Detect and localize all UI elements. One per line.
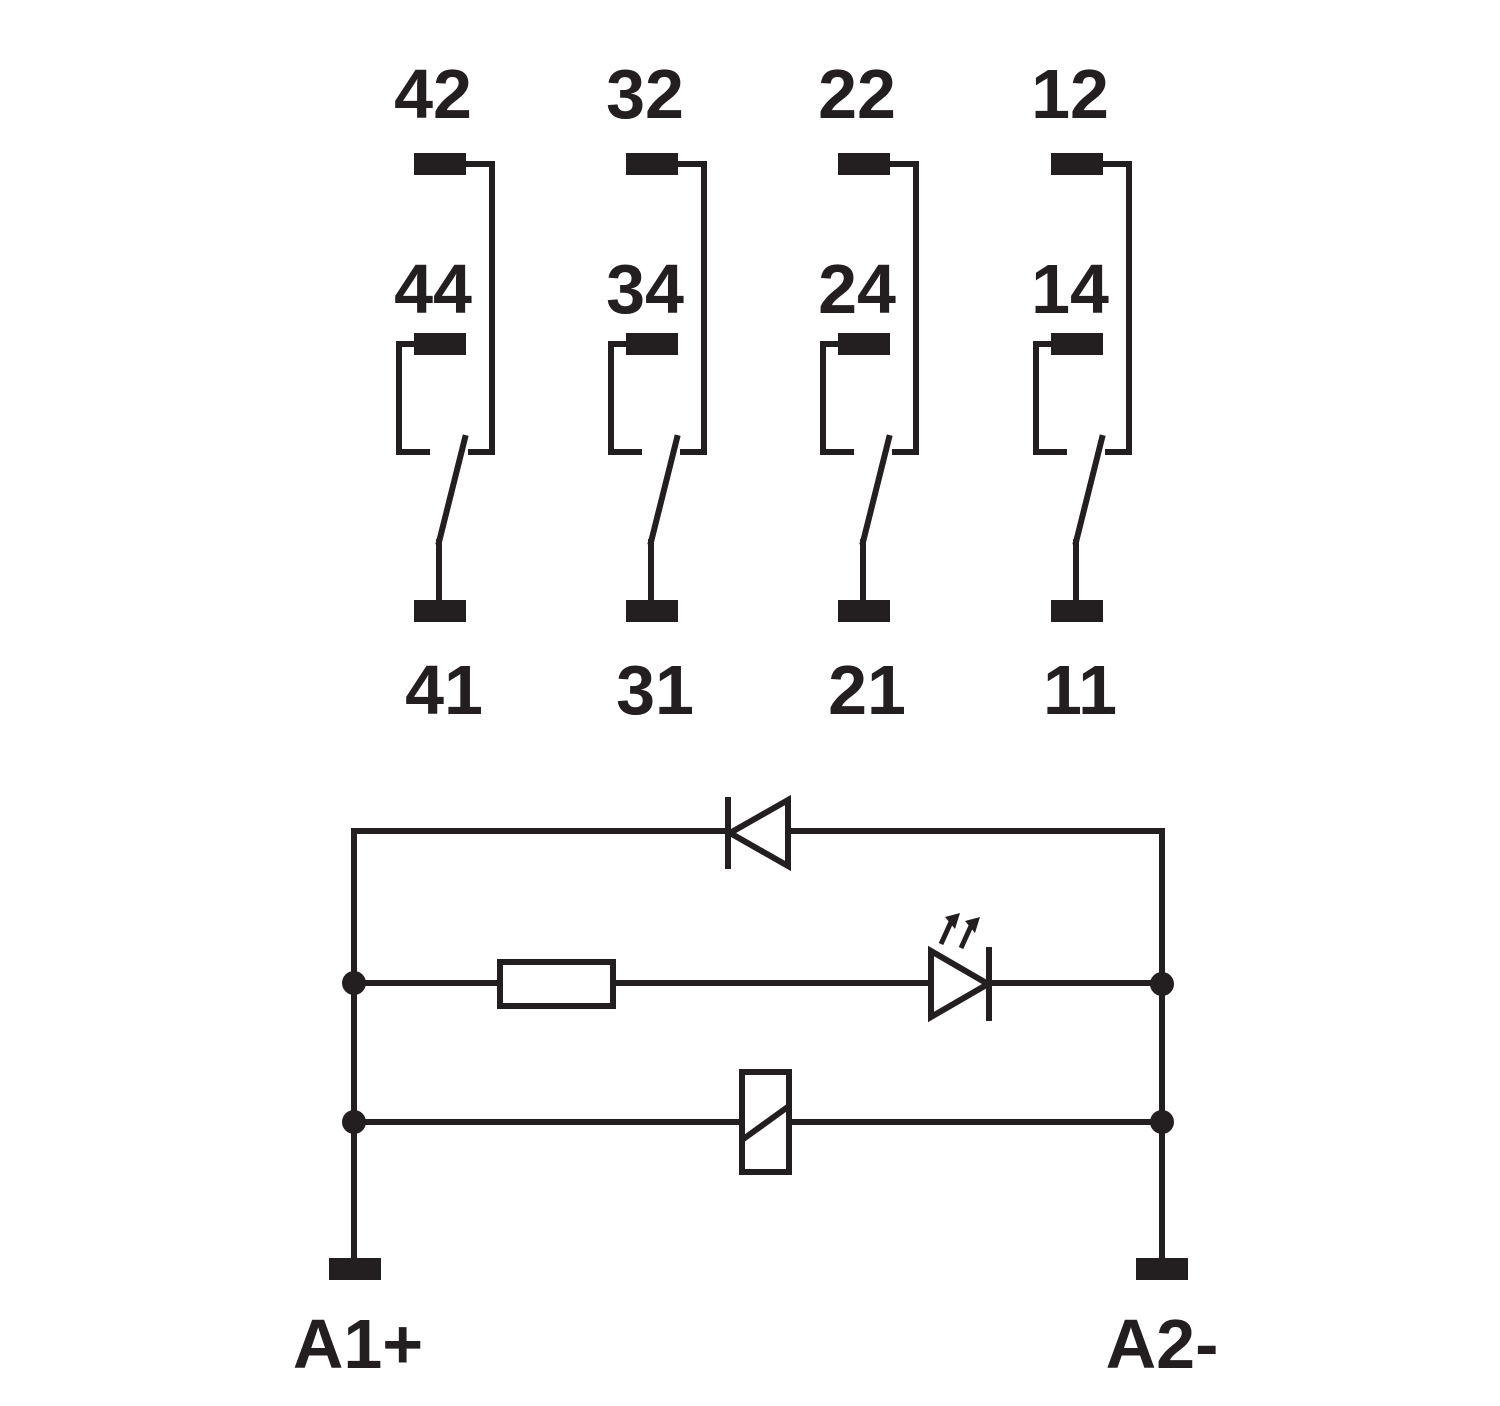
terminal-22 <box>838 153 890 175</box>
changeover-contact-3: 32 34 31 <box>606 55 707 729</box>
terminal-label-a2: A2- <box>1106 1305 1219 1383</box>
led-icon <box>928 913 994 1023</box>
terminal-label-a1: A1+ <box>293 1305 423 1383</box>
terminal-a1 <box>329 1258 381 1280</box>
terminal-21 <box>838 600 890 622</box>
nc-wire <box>1100 161 1132 455</box>
no-wire <box>1033 341 1067 455</box>
terminal-14 <box>1051 333 1103 355</box>
terminal-label-44: 44 <box>394 250 472 328</box>
terminal-32 <box>626 153 678 175</box>
terminal-label-22: 22 <box>818 55 896 133</box>
changeover-contact-4: 42 44 41 <box>394 55 495 729</box>
contact-blade <box>1072 434 1106 546</box>
contact-blade <box>435 434 469 546</box>
terminal-12 <box>1051 153 1103 175</box>
terminal-label-41: 41 <box>405 651 483 729</box>
terminal-34 <box>626 333 678 355</box>
terminal-label-32: 32 <box>606 55 684 133</box>
junction-dot <box>1150 1110 1174 1134</box>
terminal-label-21: 21 <box>828 651 906 729</box>
nc-wire <box>887 161 919 455</box>
terminal-label-34: 34 <box>606 250 684 328</box>
terminal-label-31: 31 <box>616 651 694 729</box>
relay-coil-icon <box>739 1069 792 1175</box>
terminal-42 <box>414 153 466 175</box>
freewheeling-diode-icon <box>723 794 791 872</box>
nc-wire <box>675 161 707 455</box>
terminal-label-14: 14 <box>1031 250 1109 328</box>
no-wire <box>396 341 430 455</box>
no-wire <box>820 341 854 455</box>
top-rail <box>351 828 1165 1263</box>
changeover-contact-2: 22 24 21 <box>818 55 919 729</box>
terminal-a2 <box>1136 1258 1188 1280</box>
terminal-label-12: 12 <box>1031 55 1109 133</box>
terminal-44 <box>414 333 466 355</box>
terminal-31 <box>626 600 678 622</box>
nc-wire <box>463 161 495 455</box>
resistor-icon <box>497 959 616 1009</box>
terminal-41 <box>414 600 466 622</box>
terminal-label-11: 11 <box>1043 651 1117 729</box>
contact-blade <box>859 434 893 546</box>
changeover-contact-1: 12 14 11 <box>1031 55 1132 729</box>
junction-dot <box>342 1110 366 1134</box>
terminal-11 <box>1051 600 1103 622</box>
no-wire <box>608 341 642 455</box>
terminal-24 <box>838 333 890 355</box>
junction-dot <box>1150 972 1174 996</box>
contact-blade <box>647 434 681 546</box>
coil-circuit: A1+ A2- <box>293 794 1219 1383</box>
terminal-label-24: 24 <box>818 250 896 328</box>
junction-dot <box>342 971 366 995</box>
terminal-label-42: 42 <box>394 55 472 133</box>
